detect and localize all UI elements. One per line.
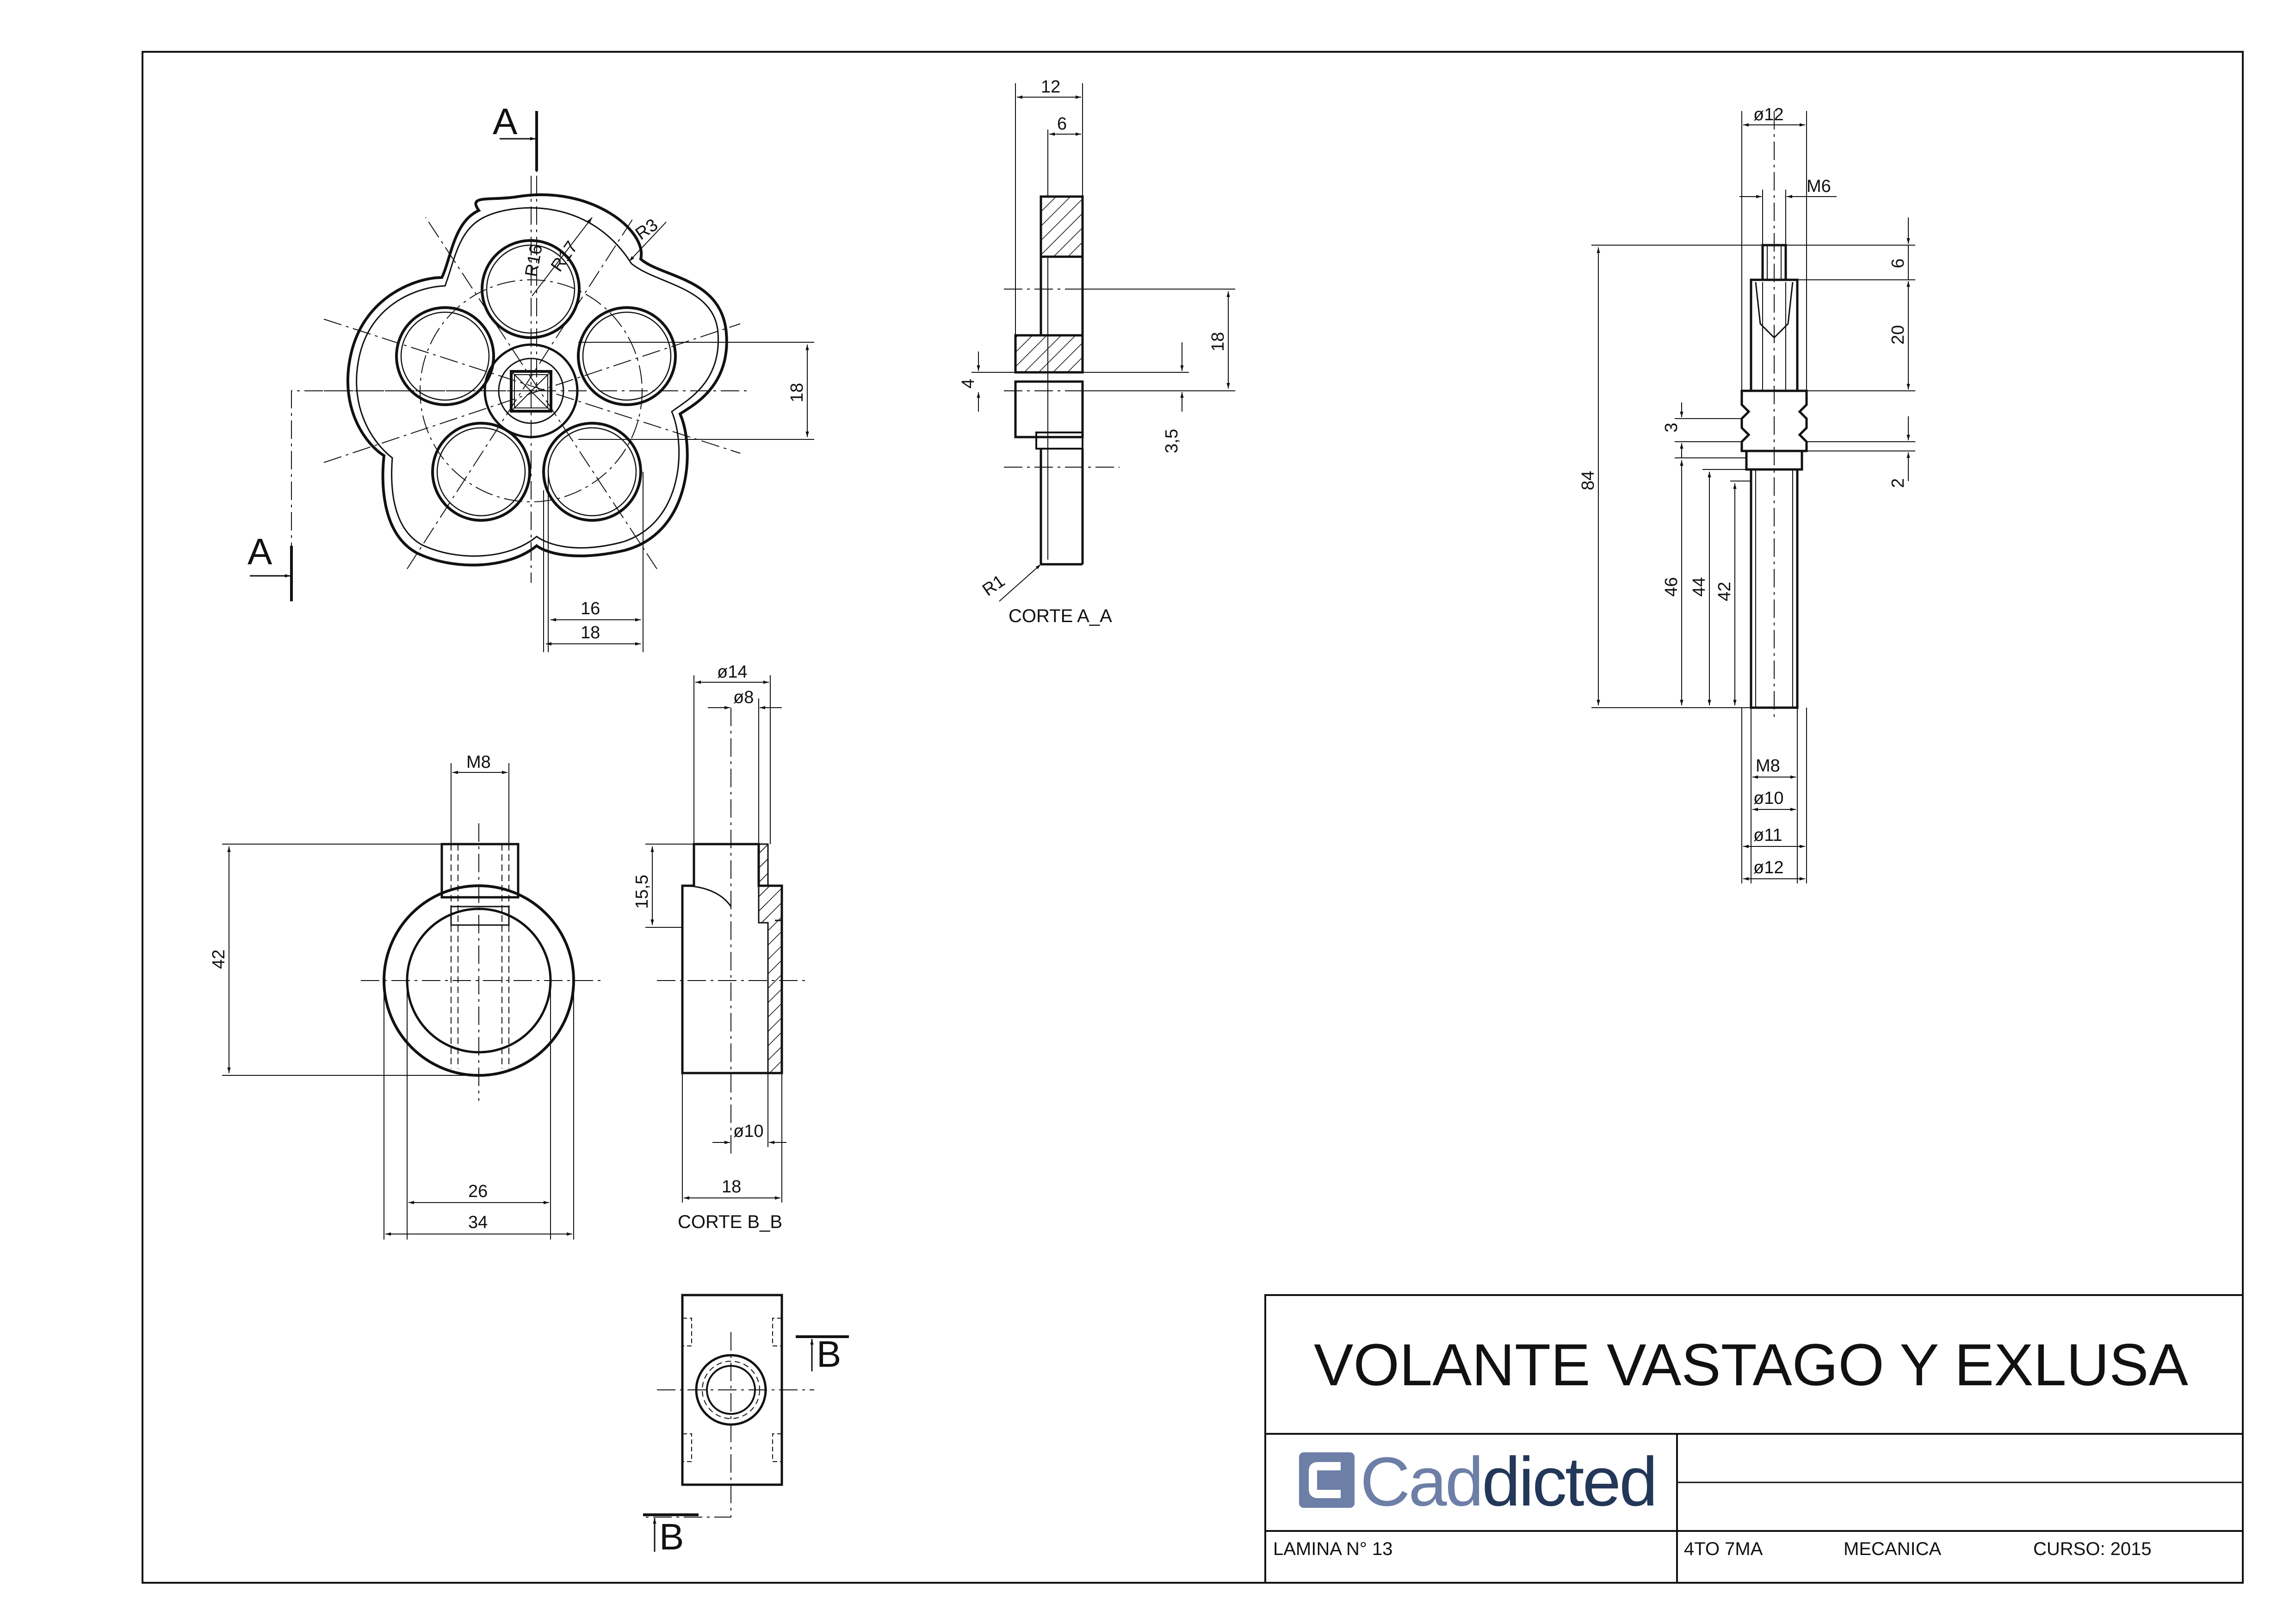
department: MECANICA <box>1844 1539 1941 1559</box>
section-a-a-view <box>972 83 1235 602</box>
dim-18-section-a: 18 <box>1208 332 1228 352</box>
section-marker-a-top: A <box>493 101 518 142</box>
section-b-b-labels: ø14 ø8 15,5 ø10 18 CORTE B_B <box>632 662 782 1232</box>
handwheel-front-view <box>250 111 814 652</box>
title-block <box>1264 1294 2244 1584</box>
handwheel-holes <box>395 239 677 522</box>
dim-m6: M6 <box>1807 177 1831 196</box>
dim-stem-46: 46 <box>1662 577 1681 597</box>
handwheel-outer-profile <box>346 193 728 567</box>
drawing-title: VOLANTE VASTAGO Y EXLUSA <box>1314 1332 2189 1398</box>
nut-front-view <box>222 763 601 1240</box>
dim-18-section-b: 18 <box>722 1177 741 1197</box>
handwheel-inner-profile <box>356 207 719 557</box>
section-a-a-labels: 12 6 18 4 3,5 R1 CORTE A_A <box>959 77 1228 626</box>
dim-stem-20: 20 <box>1888 325 1908 345</box>
sheet-border <box>142 51 2244 1584</box>
logo: Caddicted <box>1299 1443 1658 1520</box>
dim-12: 12 <box>1041 77 1060 97</box>
dim-stem-84: 84 <box>1578 471 1598 490</box>
square-c-icon <box>1299 1452 1355 1508</box>
dim-nut-42: 42 <box>209 950 229 969</box>
dim-r1: R1 <box>979 571 1009 600</box>
section-marker-b-bottom: B <box>659 1516 684 1557</box>
logo-text: Caddicted <box>1360 1443 1656 1520</box>
dim-nut-m8: M8 <box>466 753 491 772</box>
dim-r16: R16 <box>522 243 546 278</box>
sheet-number: LAMINA N° 13 <box>1273 1539 1392 1559</box>
caption-corte-a: CORTE A_A <box>1009 606 1112 626</box>
dim-4: 4 <box>959 379 978 389</box>
dim-stem-2: 2 <box>1888 478 1908 488</box>
dim-stem-d11: ø11 <box>1753 826 1782 845</box>
dim-d10-section-b: ø10 <box>733 1122 763 1141</box>
caption-corte-b: CORTE B_B <box>678 1212 782 1232</box>
stem-labels: ø12 M6 6 20 3 2 84 46 44 42 M8 ø10 ø11 ø… <box>1578 105 1908 877</box>
dim-stem-3: 3 <box>1662 423 1681 432</box>
dim-nut-26: 26 <box>468 1182 488 1201</box>
dim-d14: ø14 <box>717 662 747 682</box>
dim-18-horizontal: 18 <box>581 623 600 642</box>
section-marker-a-bottom: A <box>248 531 272 572</box>
course-level: 4TO 7MA <box>1684 1539 1763 1559</box>
dim-stem-d10: ø10 <box>1753 789 1783 808</box>
dim-stem-44: 44 <box>1690 577 1709 597</box>
dim-15-5: 15,5 <box>632 875 652 909</box>
dim-d8: ø8 <box>733 688 754 707</box>
course-year: CURSO: 2015 <box>2033 1539 2152 1559</box>
section-line-a <box>291 116 537 601</box>
hub-lower <box>1014 380 1084 438</box>
dim-nut-34: 34 <box>468 1213 488 1232</box>
section-marker-b-top: B <box>817 1333 841 1375</box>
nut-top-labels: B B <box>659 1333 841 1557</box>
nut-front-labels: M8 42 26 34 <box>209 753 491 1232</box>
dim-18-vertical: 18 <box>787 383 807 402</box>
dim-stem-6: 6 <box>1888 259 1908 268</box>
dim-stem-d12-bottom: ø12 <box>1753 858 1783 877</box>
nut-top-view <box>643 1294 849 1552</box>
dim-stem-42: 42 <box>1715 582 1734 601</box>
stem-view <box>1591 111 1915 883</box>
dim-6: 6 <box>1057 114 1067 134</box>
dim-stem-m8: M8 <box>1756 756 1780 776</box>
dim-16: 16 <box>581 599 600 618</box>
section-b-b-view <box>645 675 810 1203</box>
dim-stem-d12-top: ø12 <box>1753 105 1783 124</box>
dim-3-5: 3,5 <box>1162 429 1182 453</box>
